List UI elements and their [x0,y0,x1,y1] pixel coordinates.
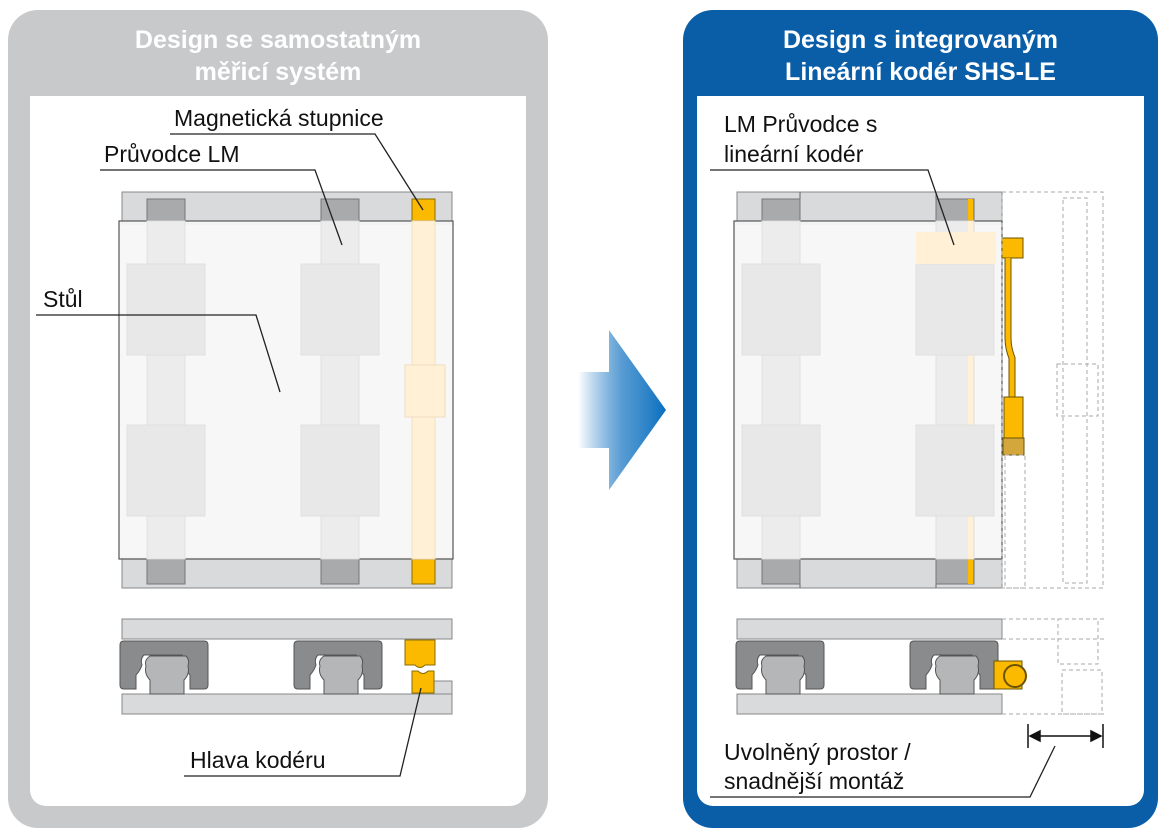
label-freed-space-line2: snadnější montáž [724,768,905,794]
title-line-1: Design s integrovaným [782,26,1059,54]
label-freed-space-line1: Uvolněný prostor / [724,739,911,765]
label-lm-guide: Průvodce LM [104,141,240,167]
separate-system-panel: Design se samostatným měřicí systém [8,10,548,828]
integrated-system-content [697,96,1144,806]
label-table: Stůl [43,286,83,312]
label-lm-guide-encoder-line2: lineární kodér [724,141,864,167]
title-line-1: Design se samostatným [134,26,422,54]
separate-system-title: Design se samostatným měřicí systém [8,24,548,88]
title-line-2: Lineární kodér SHS-LE [785,58,1056,86]
arrow-right-gradient-icon [578,330,666,490]
label-encoder-head: Hlava kodéru [190,747,326,773]
separate-system-content [30,96,526,806]
label-magnetic-scale: Magnetická stupnice [174,105,384,131]
integrated-system-title: Design s integrovaným Lineární kodér SHS… [683,24,1158,88]
title-line-2: měřicí systém [194,58,362,86]
label-lm-guide-encoder-line1: LM Průvodce s [724,111,878,137]
